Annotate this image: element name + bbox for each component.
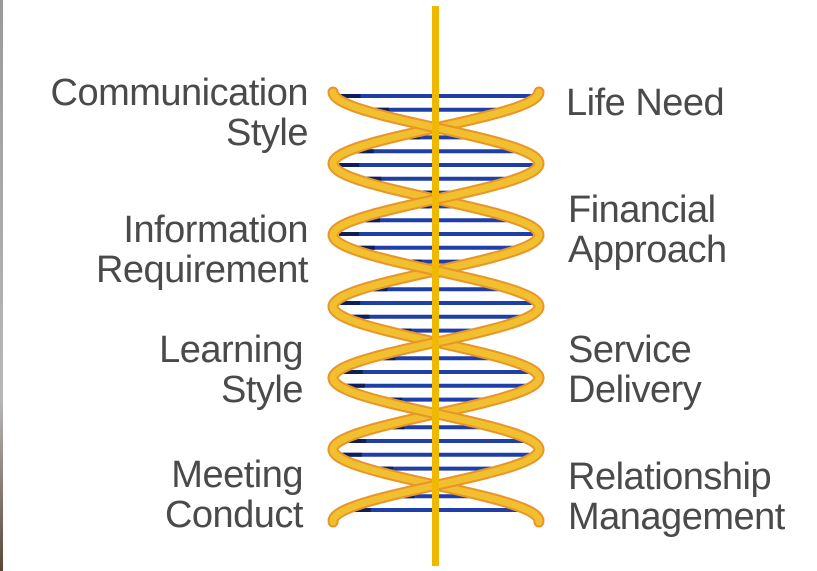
label-line: Life Need — [566, 82, 725, 124]
label-line: Information — [123, 209, 308, 251]
label-financial-approach: Financial Approach — [568, 190, 727, 270]
label-line: Service — [568, 329, 692, 371]
label-line: Delivery — [568, 369, 702, 411]
label-meeting-conduct: Meeting Conduct — [164, 454, 304, 536]
label-line: Requirement — [95, 249, 309, 291]
label-learning-style: Learning Style — [159, 330, 303, 410]
helix-strand — [329, 88, 543, 526]
label-service-delivery: Service Delivery — [568, 329, 702, 411]
label-line: Relationship — [568, 456, 772, 498]
label-line: Style — [221, 369, 303, 411]
label-relationship-management: Relationship Management — [568, 457, 785, 537]
label-communication-style: Communication Style — [51, 73, 309, 153]
left-edge-bar — [0, 0, 3, 571]
helix-strands — [327, 86, 545, 528]
label-line: Approach — [568, 229, 727, 271]
label-line: Meeting — [171, 454, 303, 496]
label-information-requirement: Information Requirement — [95, 209, 309, 291]
label-line: Management — [568, 496, 785, 538]
helix-strand — [329, 88, 543, 526]
label-line: Conduct — [164, 494, 304, 536]
central-axis-line — [432, 6, 439, 566]
label-life-need: Life Need — [566, 82, 725, 124]
label-line: Financial — [568, 189, 716, 231]
label-line: Communication — [50, 72, 309, 114]
label-line: Learning — [159, 329, 303, 371]
label-line: Style — [226, 112, 308, 154]
